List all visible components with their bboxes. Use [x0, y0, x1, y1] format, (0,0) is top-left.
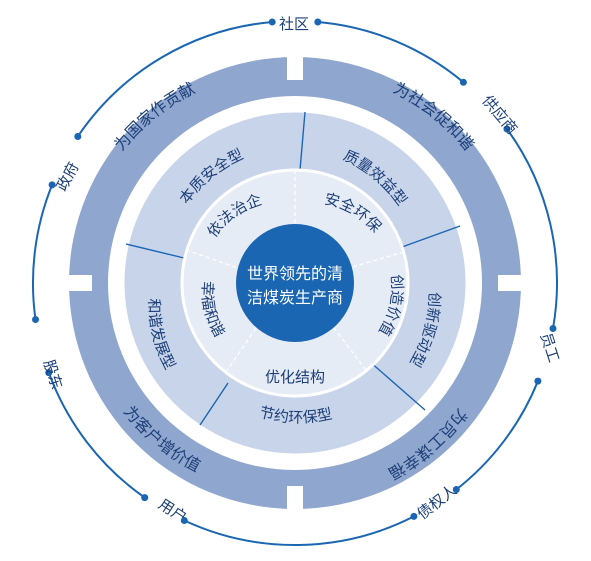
stakeholder-dot-shareholder-government-start: [32, 316, 39, 323]
stakeholder-arc-community-supplier: [317, 21, 465, 84]
stakeholder-dot-shareholder-government-end: [48, 181, 56, 189]
core-line-2: 洁煤炭生产商: [247, 288, 343, 307]
stakeholder-suppliers: 供应商: [478, 92, 521, 138]
stakeholder-arc-employee-creditor: [455, 380, 539, 491]
value-dividers: [185, 170, 405, 373]
band-separators: [52, 40, 538, 526]
stakeholder-government: 政府: [53, 159, 83, 194]
stakeholder-arc-supplier-employee: [506, 128, 558, 329]
stakeholder-community: 社区: [279, 15, 309, 33]
stakeholder-dot-creditor-user-end: [180, 517, 188, 524]
stakeholder-employees: 员工: [537, 330, 563, 364]
stakeholder-ring: [31, 21, 558, 546]
stakeholder-dot-supplier-employee-end: [549, 325, 557, 332]
core-line-1: 世界领先的清: [247, 264, 343, 283]
stakeholder-dot-user-shareholder-end: [45, 369, 53, 377]
stakeholder-dot-community-supplier-start: [314, 18, 322, 26]
enterprise-type-dividers: [125, 111, 461, 426]
core-circle: [236, 224, 354, 342]
stakeholder-arc-government-community: [76, 21, 273, 138]
stakeholder-shareholders: 股东: [40, 357, 66, 391]
stakeholder-arc-user-shareholder: [47, 372, 146, 499]
stakeholder-dot-government-community-start: [74, 133, 82, 140]
stakeholder-dot-supplier-employee-start: [503, 125, 511, 133]
stakeholder-dot-employee-creditor-end: [452, 486, 460, 493]
type-conservation-eco: 节约环保型: [258, 403, 334, 427]
stakeholder-dot-employee-creditor-start: [534, 377, 542, 385]
stakeholder-arc-creditor-user: [183, 515, 415, 546]
stakeholder-dot-government-community-end: [268, 18, 276, 26]
value-optimized-structure: 优化结构: [265, 368, 325, 386]
stakeholder-dot-creditor-user-start: [410, 512, 418, 520]
stakeholder-dot-community-supplier-end: [459, 78, 467, 86]
stakeholder-arc-shareholder-government: [31, 184, 54, 320]
stakeholder-creditors: 债权人: [414, 481, 461, 523]
stakeholder-dots: [32, 18, 557, 524]
stakeholder-dot-user-shareholder-start: [141, 494, 149, 502]
